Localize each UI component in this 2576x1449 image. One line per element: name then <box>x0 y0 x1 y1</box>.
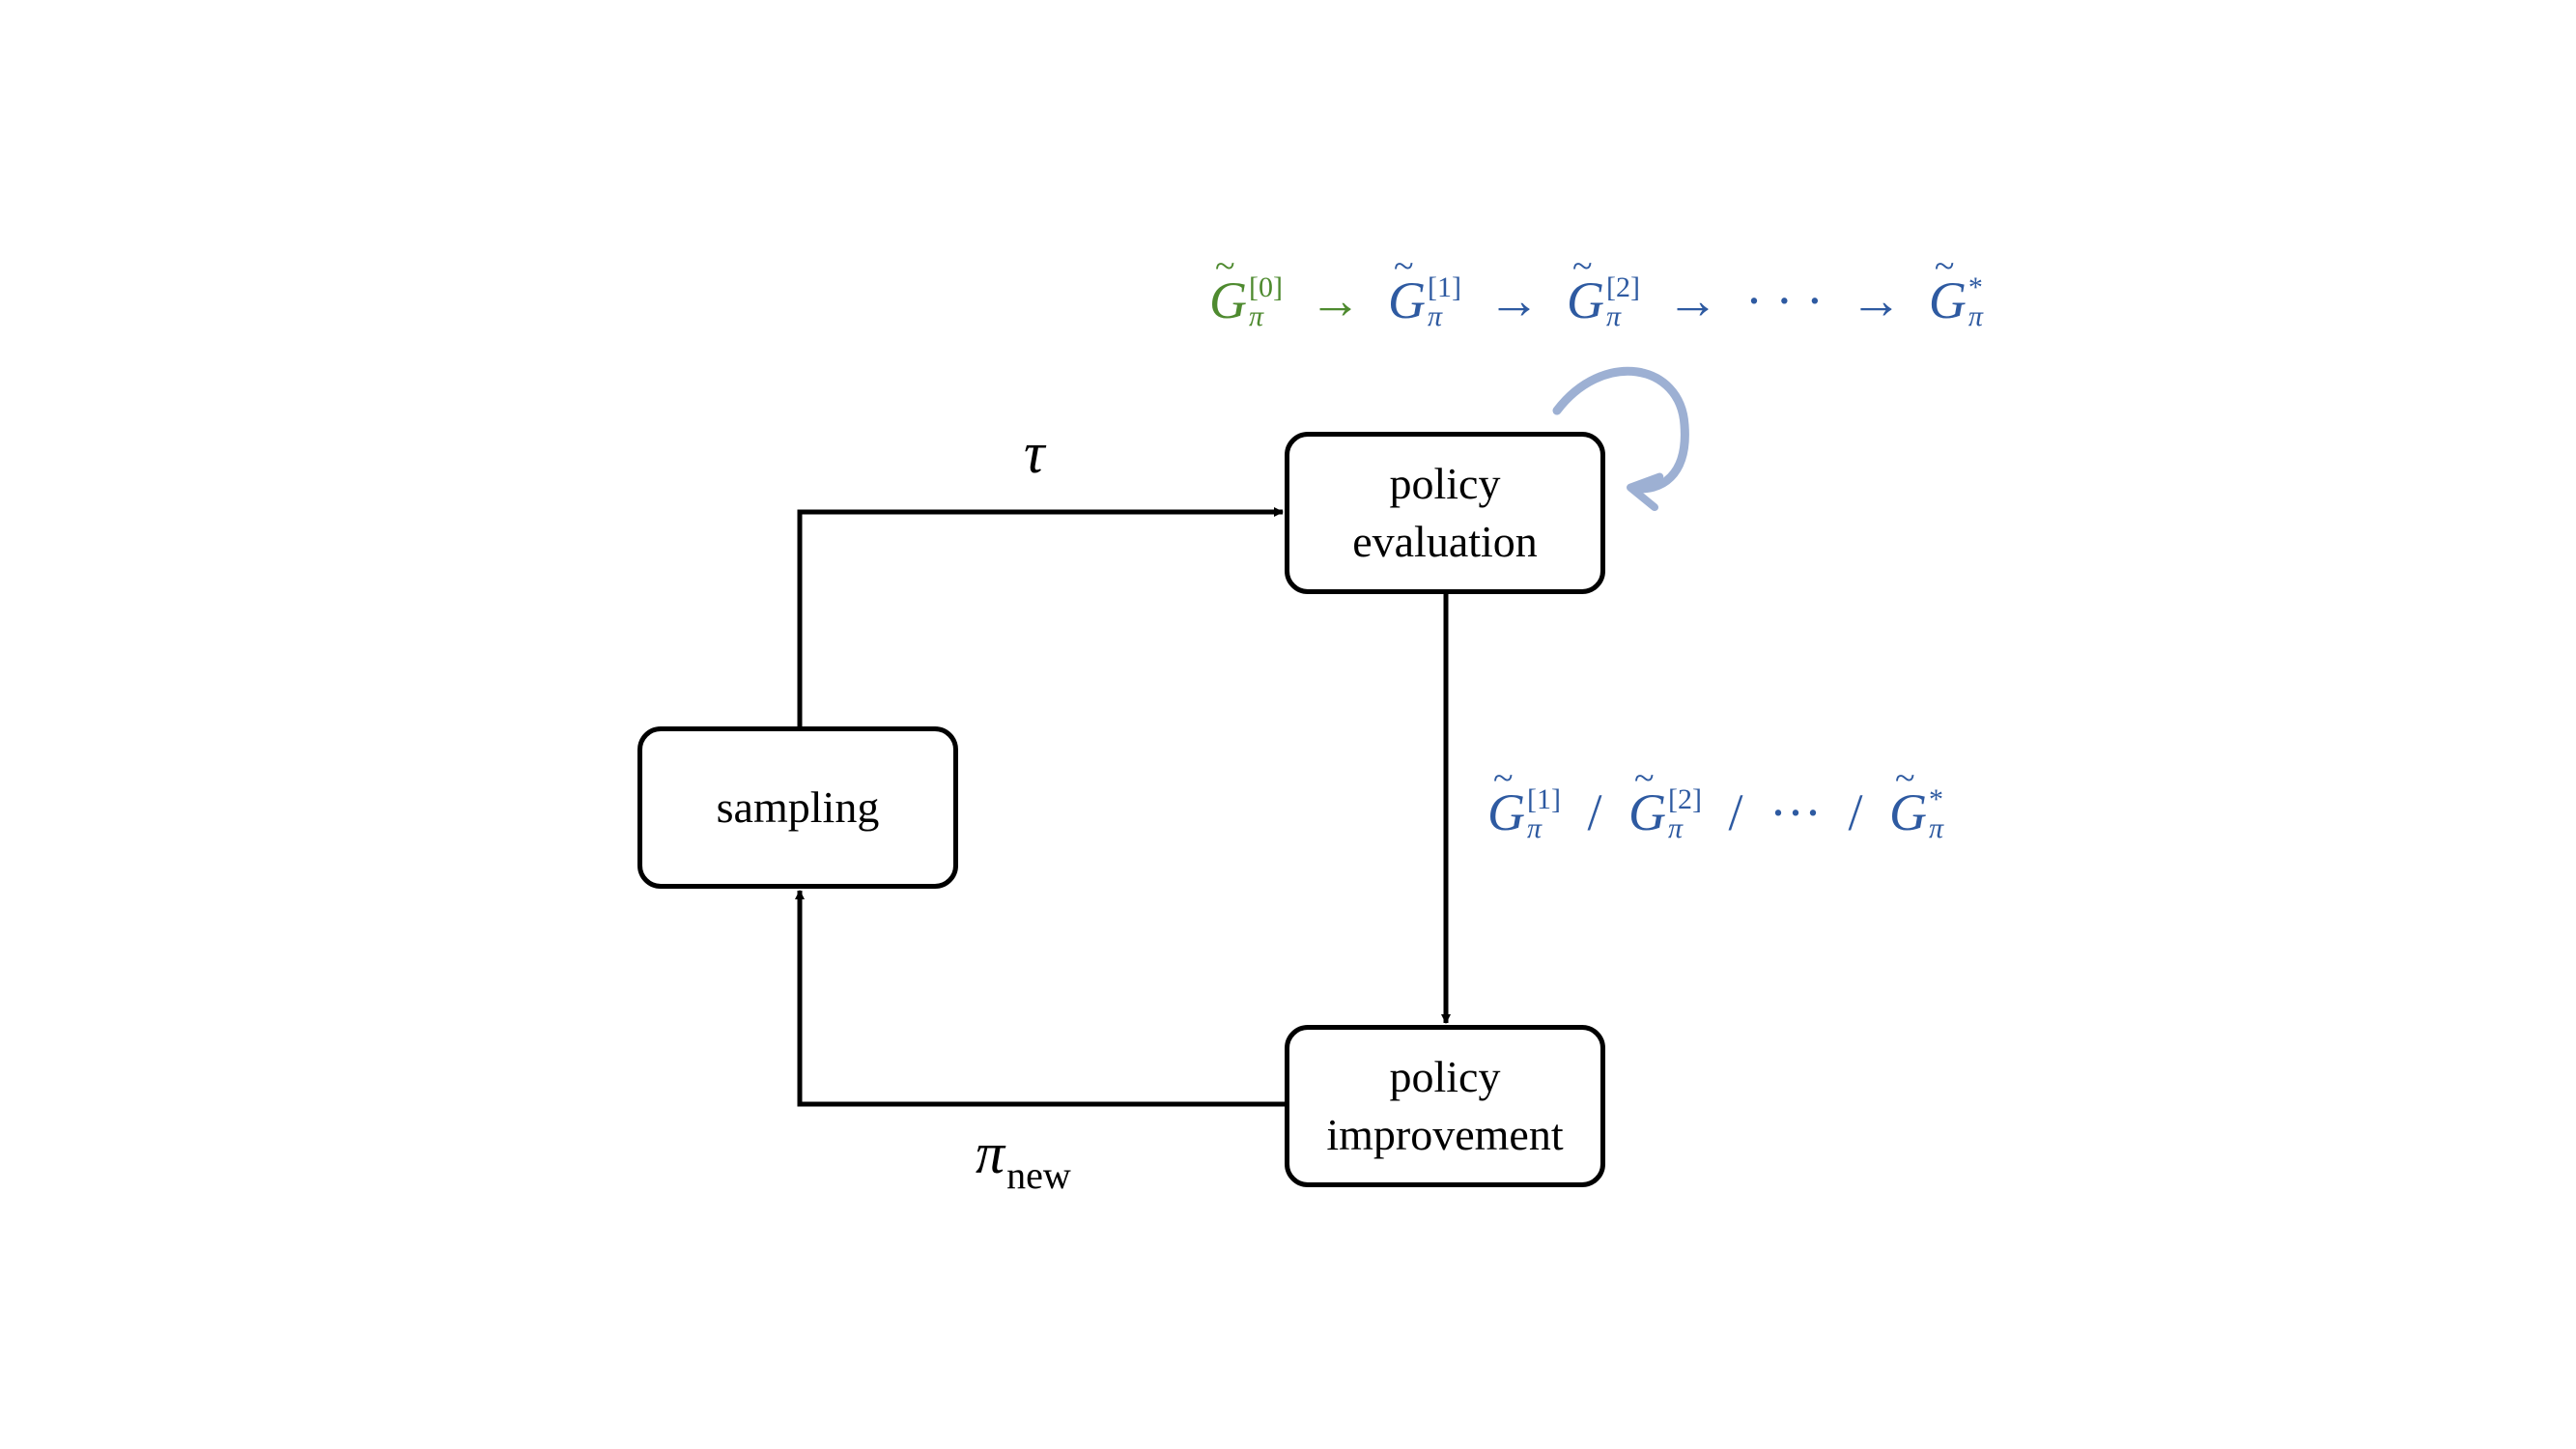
policy-improvement-label-line1: policy <box>1389 1052 1501 1101</box>
arrow-2: → <box>1487 271 1541 329</box>
policy-improvement-label-line2: improvement <box>1326 1110 1564 1159</box>
edge-improvement-to-sampling <box>795 890 1285 1107</box>
evaluation-sequence: ~G[0]π → ~G[1]π → ~G[2]π → · · · → ~G*π <box>1209 246 1983 335</box>
output-estimate-2: ~G[2]π <box>1628 758 1702 844</box>
estimate-final: ~G*π <box>1928 246 1983 332</box>
arrow-4: → <box>1850 271 1903 329</box>
policy-evaluation-label-line2: evaluation <box>1352 517 1538 566</box>
pi-symbol: π <box>976 1122 1005 1185</box>
new-policy-label: πnew <box>976 1121 1071 1197</box>
edge-sampling-to-evaluation <box>797 507 1284 726</box>
arrow-3: → <box>1666 271 1719 329</box>
sampling-box: sampling <box>637 726 958 889</box>
separator-3: / <box>1848 783 1863 841</box>
policy-evaluation-box: policy evaluation <box>1285 432 1605 594</box>
policy-improvement-box: policy improvement <box>1285 1025 1605 1187</box>
separator-1: / <box>1587 783 1602 841</box>
policy-evaluation-label-line1: policy <box>1389 459 1501 508</box>
self-loop-arrow <box>1552 366 1689 512</box>
output-estimate-1: ~G[1]π <box>1487 758 1561 844</box>
estimate-1: ~G[1]π <box>1387 246 1461 332</box>
ellipsis: · · · <box>1744 271 1824 329</box>
estimate-2: ~G[2]π <box>1566 246 1640 332</box>
estimate-0: ~G[0]π <box>1209 246 1283 332</box>
output-estimate-final: ~G*π <box>1888 758 1943 844</box>
pi-subscript: new <box>1006 1153 1071 1197</box>
arrow-1: → <box>1309 271 1362 329</box>
trajectory-label: τ <box>1024 421 1045 485</box>
output-sequence: ~G[1]π / ~G[2]π / ··· / ~G*π <box>1487 758 1943 847</box>
separator-2: / <box>1728 783 1743 841</box>
output-ellipsis: ··· <box>1769 783 1822 841</box>
sampling-label: sampling <box>716 782 880 832</box>
